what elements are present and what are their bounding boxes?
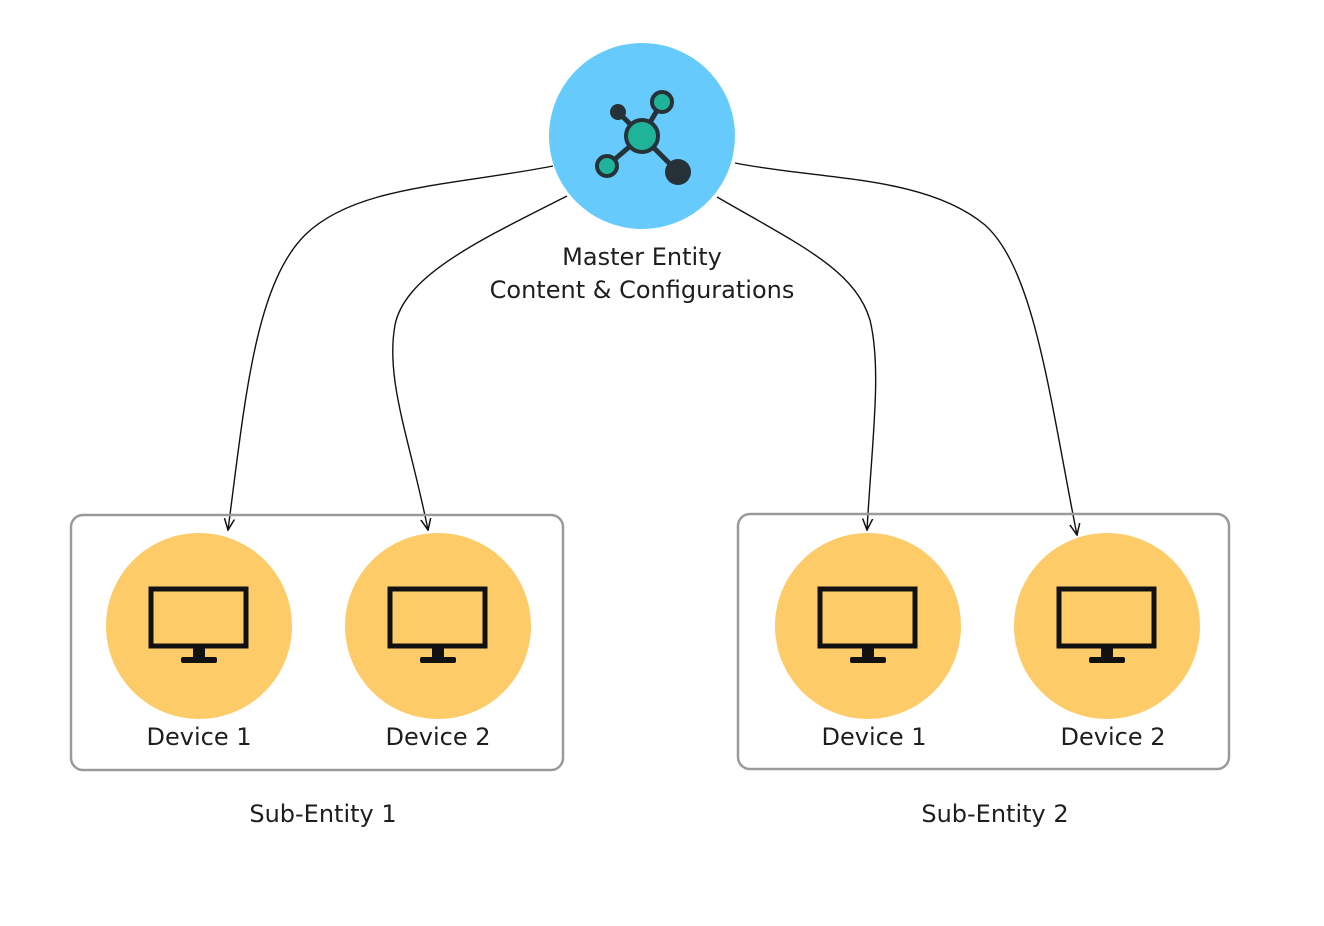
monitor-icon: [387, 586, 488, 663]
sub-entity-group-1: Device 1 Device 2 Sub-Entity 1: [69, 513, 565, 828]
device-circle: [106, 533, 292, 719]
device-label: Device 1: [147, 723, 252, 751]
device-node: Device 1: [775, 533, 961, 751]
master-entity-subtitle: Content & Configurations: [490, 276, 795, 304]
connectors: [228, 162, 1077, 535]
device-label: Device 1: [822, 723, 927, 751]
device-node: Device 2: [345, 533, 531, 751]
sub-entity-box: [736, 512, 1231, 771]
connector-master-to-sub2-device2: [734, 162, 1077, 535]
connector-master-to-sub1-device2: [392, 195, 568, 530]
device-node: Device 1: [106, 533, 292, 751]
monitor-icon: [817, 586, 918, 663]
device-circle: [775, 533, 961, 719]
connector-master-to-sub2-device1: [716, 196, 877, 530]
monitor-icon: [1056, 586, 1157, 663]
network-hub-icon: [595, 90, 691, 185]
device-node: Device 2: [1014, 533, 1200, 751]
sub-entity-group-2: Device 1 Device 2 Sub-Entity 2: [736, 512, 1231, 828]
monitor-icon: [148, 586, 249, 663]
master-entity-node: Master Entity Content & Configurations: [490, 43, 795, 304]
master-entity-title: Master Entity: [562, 243, 722, 271]
device-circle: [345, 533, 531, 719]
device-label: Device 2: [386, 723, 491, 751]
sub-entity-label: Sub-Entity 2: [921, 800, 1068, 828]
device-label: Device 2: [1061, 723, 1166, 751]
sub-entity-label: Sub-Entity 1: [249, 800, 396, 828]
connector-master-to-sub1-device1: [228, 165, 554, 530]
device-circle: [1014, 533, 1200, 719]
sub-entity-box: [69, 513, 565, 772]
